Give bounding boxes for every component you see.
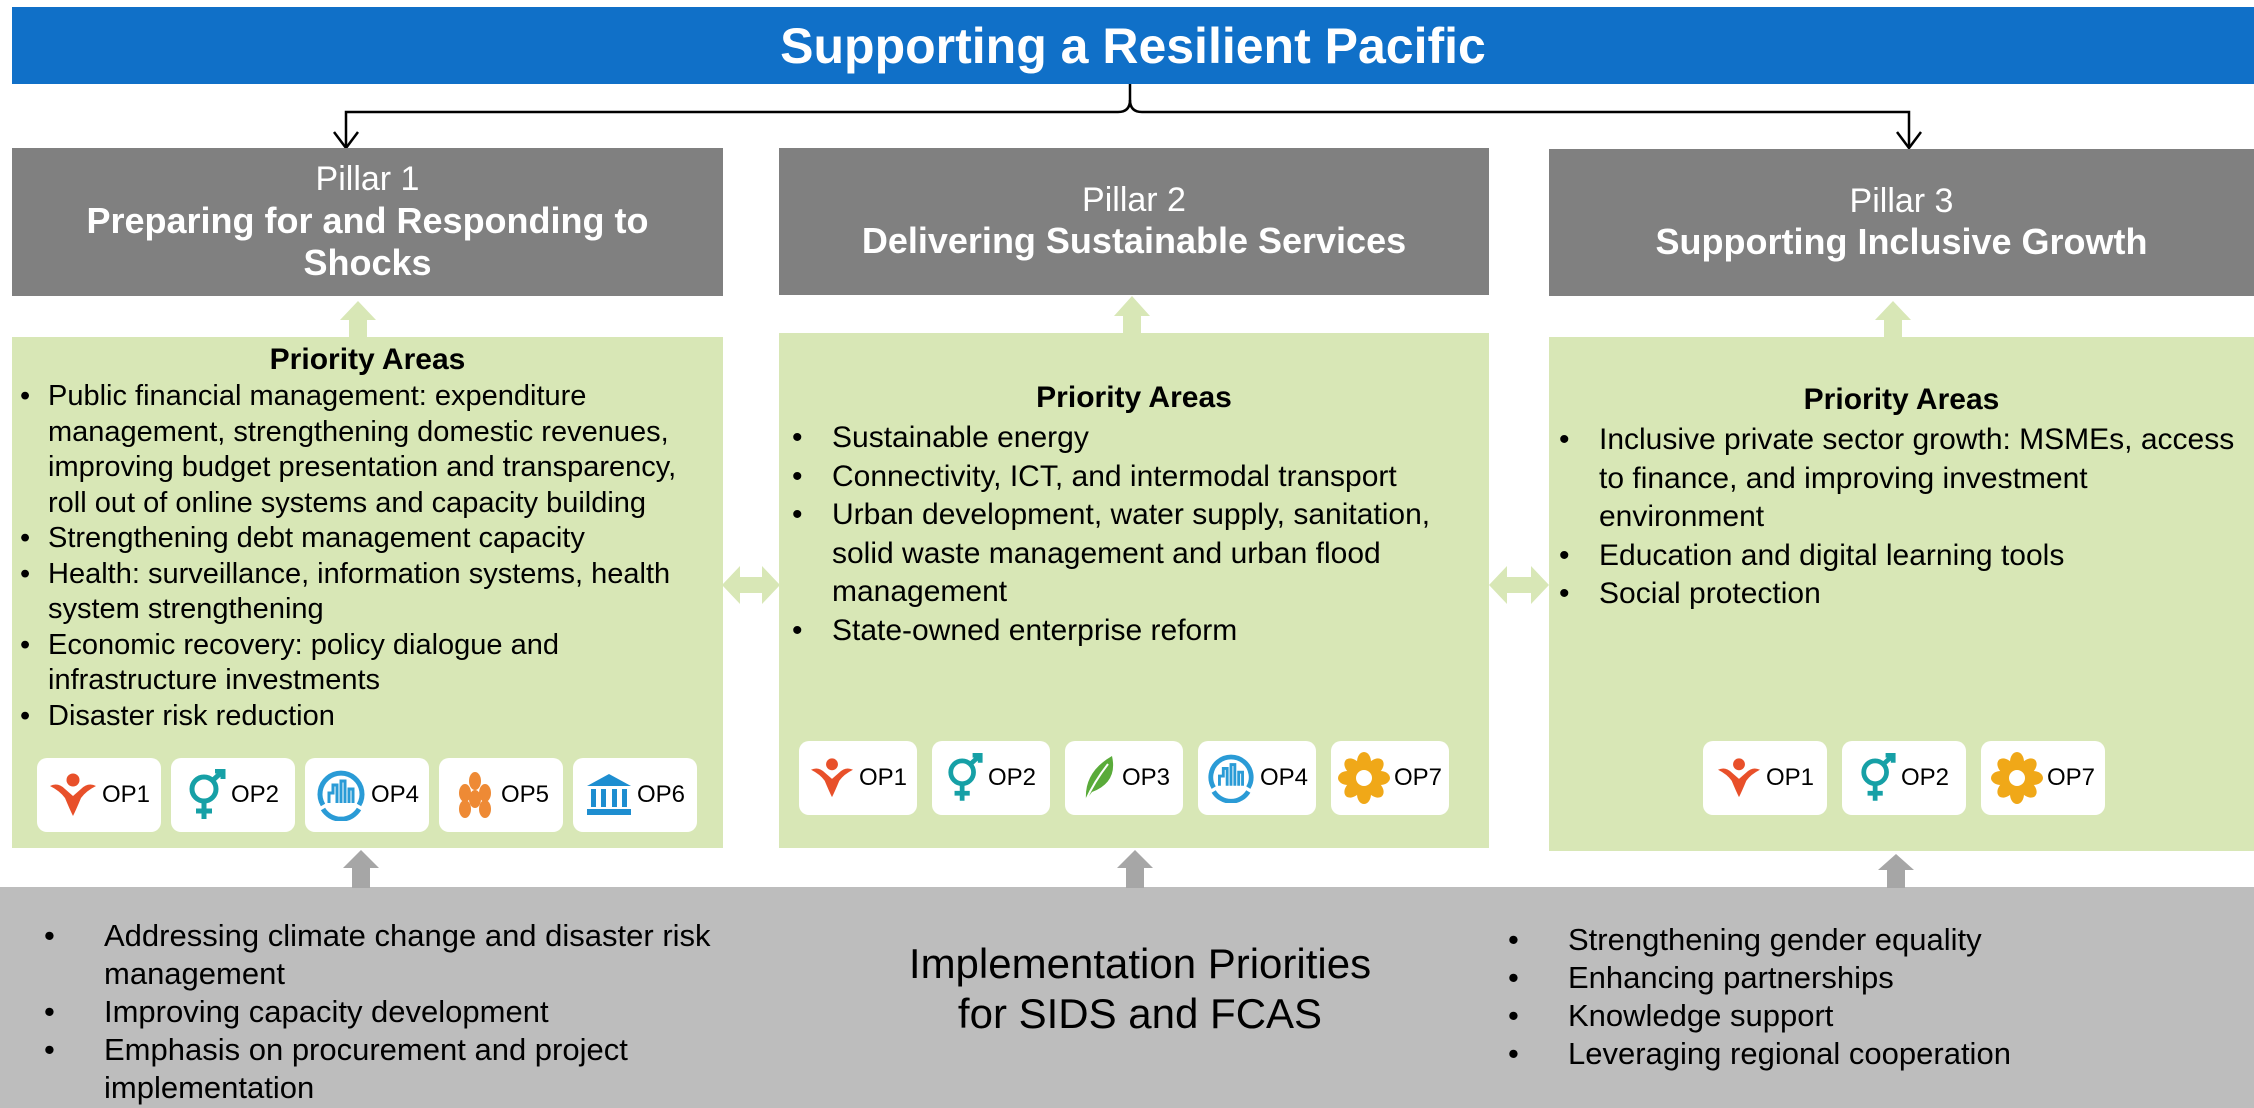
pillar-3-op-row: OP1 OP2 OP7 <box>1703 741 2105 815</box>
op4-label: OP4 <box>1259 764 1309 791</box>
op2-badge: OP2 <box>1842 741 1966 815</box>
list-item: Enhancing partnerships <box>1508 959 2208 997</box>
banner-connector-lines <box>333 84 1922 151</box>
panel-to-header-arrows <box>340 296 1911 338</box>
list-item: Connectivity, ICT, and intermodal transp… <box>792 458 1482 497</box>
op4-badge: OP4 <box>1198 741 1316 815</box>
op4-badge: OP4 <box>305 758 429 832</box>
pillar-2-number: Pillar 2 <box>1082 180 1186 219</box>
city-skyline-icon <box>1208 754 1254 803</box>
pillar-2-3-double-arrow <box>1489 566 1549 604</box>
pillar-3-priority-panel: Priority Areas Inclusive private sector … <box>1549 337 2254 851</box>
list-item: Improving capacity development <box>44 993 754 1031</box>
regional-flower-icon <box>1337 752 1390 804</box>
list-item: Emphasis on procurement and project impl… <box>44 1031 754 1107</box>
pillar-1-number: Pillar 1 <box>315 160 420 198</box>
poverty-person-icon <box>1717 758 1760 798</box>
pillar-3-title: Supporting Inclusive Growth <box>1655 221 2148 263</box>
op2-badge: OP2 <box>171 758 295 832</box>
op7-badge: OP7 <box>1981 741 2105 815</box>
poverty-person-icon <box>49 773 96 816</box>
list-item: Sustainable energy <box>792 419 1482 458</box>
pillar-1-2-double-arrow <box>722 566 780 604</box>
regional-flower-icon <box>1990 752 2043 804</box>
pillar-3-up-arrow <box>1875 301 1911 338</box>
list-item: Inclusive private sector growth: MSMEs, … <box>1559 421 2249 537</box>
list-item: State-owned enterprise reform <box>792 612 1482 651</box>
city-skyline-icon <box>317 770 365 821</box>
list-item: Public financial management: expenditure… <box>20 379 710 521</box>
op1-badge: OP1 <box>1703 741 1827 815</box>
support-arrow-pillar-3 <box>1878 854 1914 888</box>
pillar-2-up-arrow <box>1114 296 1150 334</box>
gender-symbol-icon <box>1861 753 1896 801</box>
implementation-right-list: Strengthening gender equality Enhancing … <box>1508 921 2208 1073</box>
list-item: Addressing climate change and disaster r… <box>44 917 754 993</box>
op7-label: OP7 <box>2046 764 2096 791</box>
implementation-left-list: Addressing climate change and disaster r… <box>44 917 754 1107</box>
government-building-icon <box>586 774 631 815</box>
op5-badge: OP5 <box>439 758 563 832</box>
pillar-1-title: Preparing for and Responding to Shocks <box>86 199 649 283</box>
pillar-2-header: Pillar 2 Delivering Sustainable Services <box>779 148 1489 295</box>
implementation-title-line-1: Implementation Priorities <box>908 940 1372 987</box>
pillar-1-priority-panel: Priority Areas Public financial manageme… <box>12 337 723 848</box>
list-item: Disaster risk reduction <box>20 699 710 735</box>
op2-label: OP2 <box>230 781 280 808</box>
implementation-up-arrows <box>343 850 1914 888</box>
pillar-1-up-arrow <box>340 301 376 338</box>
list-item: Knowledge support <box>1508 997 2208 1035</box>
poverty-person-icon <box>810 758 853 798</box>
banner-title: Supporting a Resilient Pacific <box>780 17 1486 74</box>
list-item: Leveraging regional cooperation <box>1508 1035 2208 1073</box>
gender-symbol-icon <box>189 769 226 819</box>
op2-label: OP2 <box>1900 764 1950 791</box>
pillar-2-op-row: OP1 OP2 OP3 OP4 OP7 <box>799 741 1449 815</box>
op2-label: OP2 <box>987 764 1037 791</box>
op7-label: OP7 <box>1393 764 1443 791</box>
op1-label: OP1 <box>1765 764 1815 791</box>
implementation-title-line-2: for SIDS and FCAS <box>957 990 1323 1037</box>
op7-badge: OP7 <box>1331 741 1449 815</box>
support-arrow-pillar-1 <box>343 850 379 888</box>
pillar-2-priority-panel: Priority Areas Sustainable energy Connec… <box>779 333 1489 848</box>
pillar-2-priority-heading: Priority Areas <box>1036 381 1232 414</box>
pillar-1-op-row: OP1 OP2 OP4 OP5 OP6 <box>37 758 697 832</box>
list-item: Social protection <box>1559 575 2249 614</box>
op4-label: OP4 <box>370 781 420 808</box>
pillar-2-priority-list: Sustainable energy Connectivity, ICT, an… <box>792 419 1482 650</box>
op2-badge: OP2 <box>932 741 1050 815</box>
pillar-3-priority-heading: Priority Areas <box>1803 383 2000 416</box>
pillar-3-priority-list: Inclusive private sector growth: MSMEs, … <box>1559 421 2249 614</box>
list-item: Economic recovery: policy dialogue and i… <box>20 628 710 699</box>
op1-badge: OP1 <box>37 758 161 832</box>
op3-label: OP3 <box>1121 764 1171 791</box>
pillar-2-title: Delivering Sustainable Services <box>861 220 1407 262</box>
gender-symbol-icon <box>948 753 983 801</box>
pillar-1-header: Pillar 1 Preparing for and Responding to… <box>12 148 723 296</box>
pillar-1-priority-heading: Priority Areas <box>269 343 466 376</box>
pillar-3-header: Pillar 3 Supporting Inclusive Growth <box>1549 149 2254 296</box>
list-item: Strengthening debt management capacity <box>20 521 710 557</box>
leaf-icon <box>1085 756 1114 801</box>
list-item: Strengthening gender equality <box>1508 921 2208 959</box>
pillar-1-priority-list: Public financial management: expenditure… <box>20 379 710 734</box>
wheat-grain-icon <box>458 772 491 818</box>
op6-label: OP6 <box>636 781 686 808</box>
op6-badge: OP6 <box>573 758 697 832</box>
support-arrow-pillar-2 <box>1117 850 1153 888</box>
list-item: Education and digital learning tools <box>1559 537 2249 576</box>
op5-label: OP5 <box>500 781 550 808</box>
implementation-priorities-band: Addressing climate change and disaster r… <box>0 887 2254 1108</box>
list-item: Health: surveillance, information system… <box>20 557 710 628</box>
list-item: Urban development, water supply, sanitat… <box>792 496 1482 612</box>
implementation-title: Implementation Priorities for SIDS and F… <box>820 939 1460 1039</box>
pillar-3-number: Pillar 3 <box>1849 181 1954 220</box>
op1-badge: OP1 <box>799 741 917 815</box>
op3-badge: OP3 <box>1065 741 1183 815</box>
op1-label: OP1 <box>858 764 908 791</box>
title-banner: Supporting a Resilient Pacific <box>12 7 2254 84</box>
op1-label: OP1 <box>101 781 151 808</box>
